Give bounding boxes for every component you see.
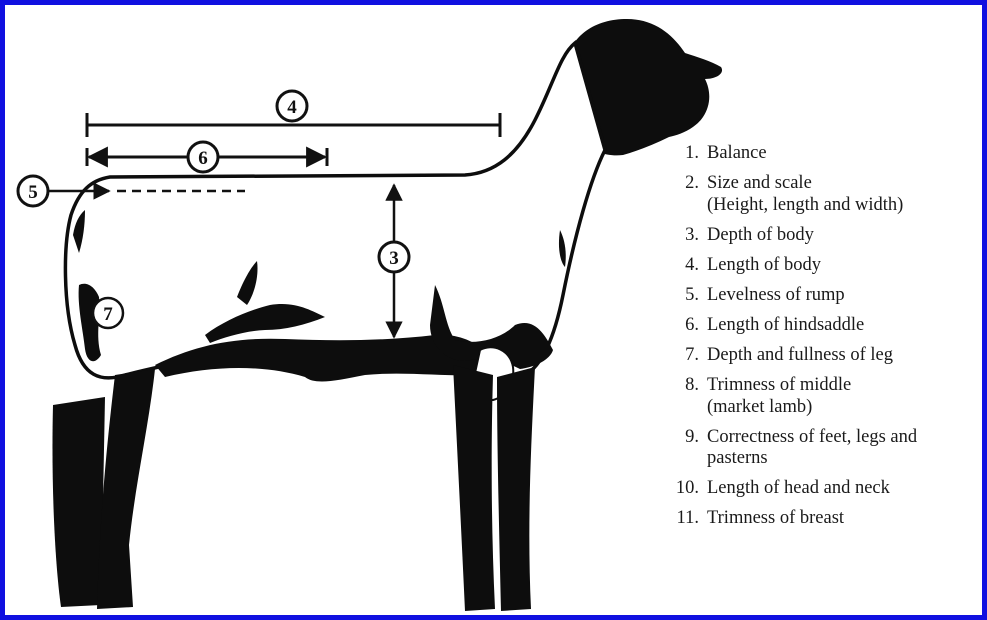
legend-item: 11. Trimness of breast xyxy=(663,508,987,530)
legend-label: Trimness of middle xyxy=(707,375,987,397)
rear-leg-back xyxy=(52,397,105,607)
legend-number: 3. xyxy=(663,225,707,247)
legend-label: Levelness of rump xyxy=(707,285,987,307)
legend-number: 6. xyxy=(663,315,707,337)
measurement-length-of-body: 4 xyxy=(87,91,500,137)
legend-label: Size and scale xyxy=(707,173,987,195)
legend-item: 10. Length of head and neck xyxy=(663,478,987,500)
front-leg-front xyxy=(497,367,535,611)
legend-item: 3. Depth of body xyxy=(663,225,987,247)
rear-leg-front xyxy=(97,369,155,609)
measurement-length-of-hindsaddle: 6 xyxy=(87,142,327,172)
legend-number: 10. xyxy=(663,478,707,500)
legend-label: Trimness of breast xyxy=(707,508,987,530)
legend-label: Length of hindsaddle xyxy=(707,315,987,337)
legend-item: 7. Depth and fullness of leg xyxy=(663,345,987,367)
legend-item: 5. Levelness of rump xyxy=(663,285,987,307)
legend-label: Balance xyxy=(707,143,987,165)
legend-label: Depth and fullness of leg xyxy=(707,345,987,367)
legend-sublabel: (market lamb) xyxy=(707,397,987,419)
legend-sublabel: (Height, length and width) xyxy=(707,195,987,217)
legend-label: Length of head and neck xyxy=(707,478,987,500)
legend-label: Length of body xyxy=(707,255,987,277)
legend-number: 4. xyxy=(663,255,707,277)
callout-4: 4 xyxy=(287,97,297,118)
callout-3: 3 xyxy=(389,248,399,269)
legend-number: 5. xyxy=(663,285,707,307)
legend-item: 9. Correctness of feet, legs and pastern… xyxy=(663,427,987,470)
callout-7: 7 xyxy=(103,304,113,325)
legend-number: 11. xyxy=(663,508,707,530)
legend-number: 9. xyxy=(663,427,707,449)
callout-leg: 7 xyxy=(93,298,123,328)
legend-item: 4. Length of body xyxy=(663,255,987,277)
callout-5: 5 xyxy=(28,182,38,203)
callout-6: 6 xyxy=(198,148,208,169)
legend-number: 8. xyxy=(663,375,707,397)
legend-number: 1. xyxy=(663,143,707,165)
legend-item: 1. Balance xyxy=(663,143,987,165)
legend-label: Depth of body xyxy=(707,225,987,247)
legend-list: 1. Balance 2. Size and scale (Height, le… xyxy=(663,143,987,539)
legend-label: Correctness of feet, legs and xyxy=(707,427,987,449)
legend-number: 2. xyxy=(663,173,707,195)
legend-item: 2. Size and scale (Height, length and wi… xyxy=(663,173,987,216)
front-leg-back xyxy=(453,365,495,611)
legend-item: 6. Length of hindsaddle xyxy=(663,315,987,337)
legend-item: 8. Trimness of middle (market lamb) xyxy=(663,375,987,418)
legend-sublabel: pasterns xyxy=(707,448,987,470)
legend-number: 7. xyxy=(663,345,707,367)
